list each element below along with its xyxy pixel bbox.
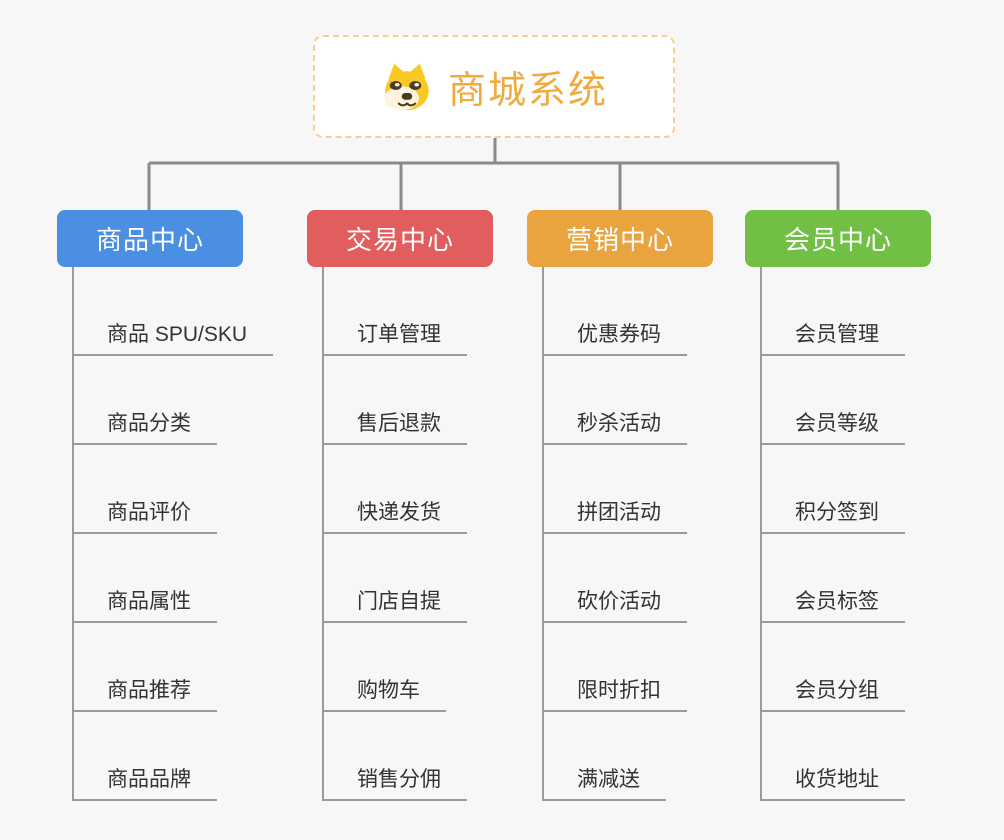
leaf-label: 商品分类 xyxy=(107,412,191,435)
leaf-label: 拼团活动 xyxy=(577,501,661,524)
leaf-node[interactable]: 商品评价 xyxy=(74,445,217,534)
leaf-label: 快递发货 xyxy=(357,501,441,524)
leaf-node[interactable]: 商品 SPU/SKU xyxy=(74,267,274,356)
leaf-label: 满减送 xyxy=(577,768,640,791)
leaf-node[interactable]: 销售分佣 xyxy=(324,712,467,801)
leaf-node[interactable]: 秒杀活动 xyxy=(544,356,687,445)
branch-trade-center: 交易中心 订单管理 售后退款 快递发货 门店自提 购物车 销售分佣 xyxy=(307,210,493,801)
leaf-label: 门店自提 xyxy=(357,590,441,613)
leaf-label: 商品属性 xyxy=(107,590,191,613)
leaf-node[interactable]: 限时折扣 xyxy=(544,623,687,712)
leaf-node[interactable]: 砍价活动 xyxy=(544,534,687,623)
branch-label: 会员中心 xyxy=(783,225,892,255)
leaf-label: 订单管理 xyxy=(357,323,441,346)
leaf-label: 商品评价 xyxy=(107,501,191,524)
leaf-label: 积分签到 xyxy=(795,501,879,524)
leaf-label: 会员分组 xyxy=(795,679,879,702)
branch-product-center: 商品中心 商品 SPU/SKU 商品分类 商品评价 商品属性 商品推荐 商品品牌 xyxy=(57,210,274,801)
branch-leaves: 优惠券码 秒杀活动 拼团活动 砍价活动 限时折扣 满减送 xyxy=(542,267,687,801)
leaf-node[interactable]: 订单管理 xyxy=(324,267,467,356)
branch-label: 交易中心 xyxy=(345,225,454,255)
branch-leaves: 商品 SPU/SKU 商品分类 商品评价 商品属性 商品推荐 商品品牌 xyxy=(72,267,274,801)
leaf-node[interactable]: 商品品牌 xyxy=(74,712,217,801)
leaf-node[interactable]: 积分签到 xyxy=(762,445,905,534)
leaf-node[interactable]: 优惠券码 xyxy=(544,267,687,356)
branch-label: 营销中心 xyxy=(565,225,674,255)
branch-node-member-center[interactable]: 会员中心 xyxy=(745,210,931,267)
leaf-node[interactable]: 售后退款 xyxy=(324,356,467,445)
leaf-node[interactable]: 门店自提 xyxy=(324,534,467,623)
leaf-label: 商品 SPU/SKU xyxy=(107,323,248,346)
leaf-label: 会员等级 xyxy=(795,412,879,435)
leaf-node[interactable]: 商品分类 xyxy=(74,356,217,445)
leaf-label: 购物车 xyxy=(357,679,420,702)
branch-member-center: 会员中心 会员管理 会员等级 积分签到 会员标签 会员分组 收货地址 xyxy=(745,210,931,801)
branch-leaves: 会员管理 会员等级 积分签到 会员标签 会员分组 收货地址 xyxy=(760,267,905,801)
branch-leaves: 订单管理 售后退款 快递发货 门店自提 购物车 销售分佣 xyxy=(322,267,467,801)
leaf-label: 售后退款 xyxy=(357,412,441,435)
leaf-node[interactable]: 会员分组 xyxy=(762,623,905,712)
root-node[interactable]: 商城系统 xyxy=(313,35,675,138)
leaf-node[interactable]: 快递发货 xyxy=(324,445,467,534)
leaf-label: 商品品牌 xyxy=(107,768,191,791)
branch-label: 商品中心 xyxy=(95,225,204,255)
leaf-label: 收货地址 xyxy=(795,768,879,791)
branch-node-product-center[interactable]: 商品中心 xyxy=(57,210,243,267)
leaf-label: 会员标签 xyxy=(795,590,879,613)
branch-node-trade-center[interactable]: 交易中心 xyxy=(307,210,493,267)
branch-node-marketing-center[interactable]: 营销中心 xyxy=(527,210,713,267)
leaf-label: 砍价活动 xyxy=(577,590,661,613)
root-title: 商城系统 xyxy=(447,70,608,112)
leaf-node[interactable]: 商品属性 xyxy=(74,534,217,623)
leaf-node[interactable]: 满减送 xyxy=(544,712,666,801)
leaf-node[interactable]: 会员等级 xyxy=(762,356,905,445)
leaf-label: 会员管理 xyxy=(795,323,879,346)
leaf-label: 销售分佣 xyxy=(357,768,441,791)
leaf-node[interactable]: 收货地址 xyxy=(762,712,905,801)
leaf-label: 限时折扣 xyxy=(577,679,661,702)
tree-connector-lines xyxy=(147,138,840,210)
leaf-node[interactable]: 会员标签 xyxy=(762,534,905,623)
leaf-label: 秒杀活动 xyxy=(577,412,661,435)
leaf-node[interactable]: 会员管理 xyxy=(762,267,905,356)
leaf-node[interactable]: 购物车 xyxy=(324,623,446,712)
leaf-node[interactable]: 商品推荐 xyxy=(74,623,217,712)
shiba-dog-icon xyxy=(384,63,429,110)
branch-marketing-center: 营销中心 优惠券码 秒杀活动 拼团活动 砍价活动 限时折扣 满减送 xyxy=(527,210,713,801)
leaf-label: 商品推荐 xyxy=(107,679,191,702)
leaf-label: 优惠券码 xyxy=(577,323,661,346)
leaf-node[interactable]: 拼团活动 xyxy=(544,445,687,534)
